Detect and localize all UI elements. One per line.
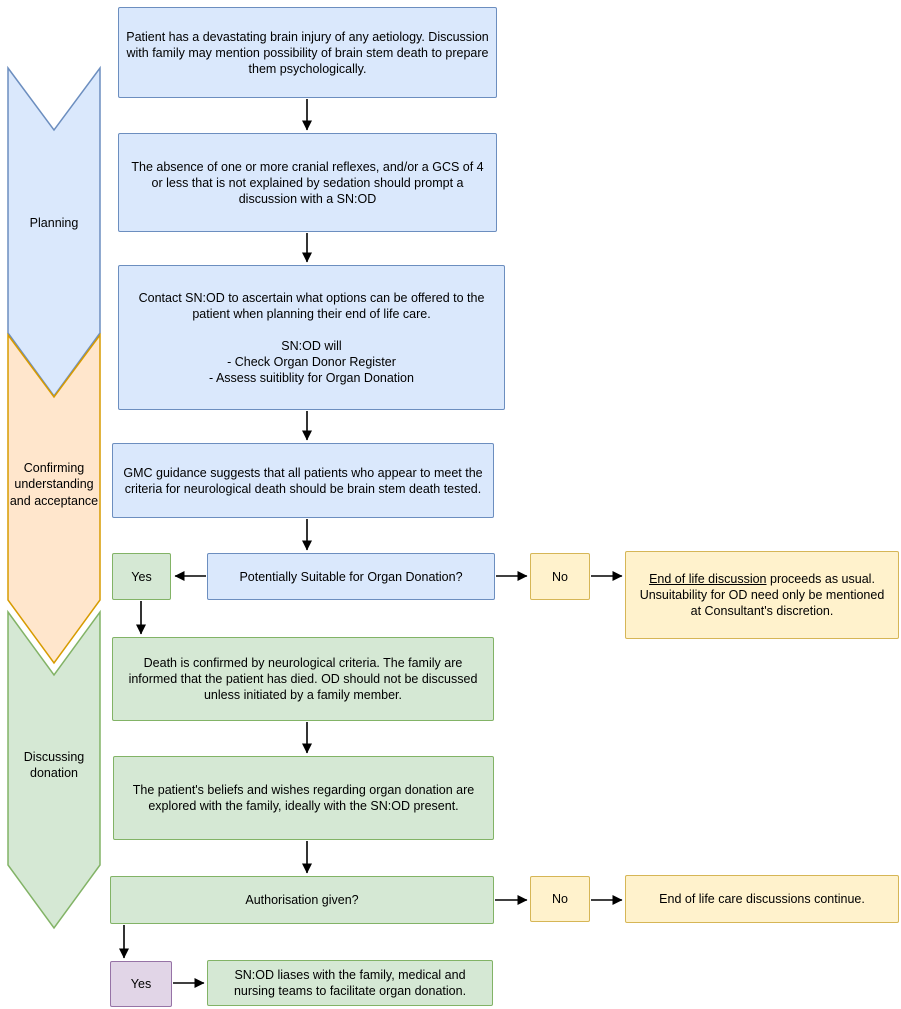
stage-chevron-discussing <box>7 609 101 930</box>
node-snod-liaises: SN:OD liases with the family, medical an… <box>207 960 493 1006</box>
node-gmc-guidance: GMC guidance suggests that all patients … <box>112 443 494 518</box>
node-eol-discussion-proceeds: End of life discussion proceeds as usual… <box>625 551 899 639</box>
stage-label-planning: Planning <box>29 216 79 230</box>
node-yes-authorisation: Yes <box>110 961 172 1007</box>
node-yes-suitable: Yes <box>112 553 171 600</box>
node-beliefs-explored: The patient's beliefs and wishes regardi… <box>113 756 494 840</box>
phrase-rest: proceeds as usual. Unsuitability for OD … <box>639 572 885 618</box>
stage-chevron-planning <box>7 65 101 398</box>
node-brain-injury: Patient has a devastating brain injury o… <box>118 7 497 98</box>
node-death-confirmed: Death is confirmed by neurological crite… <box>112 637 494 721</box>
underlined-phrase: End of life discussion <box>649 572 767 586</box>
node-no-authorisation: No <box>530 876 590 922</box>
node-no-suitable: No <box>530 553 590 600</box>
decision-authorisation-given: Authorisation given? <box>110 876 494 924</box>
node-eol-discussion-text: End of life discussion proceeds as usual… <box>633 571 891 619</box>
stage-label-confirming: Confirming understanding and acceptance <box>9 461 99 508</box>
node-eol-care-continue: End of life care discussions continue. <box>625 875 899 923</box>
decision-potentially-suitable: Potentially Suitable for Organ Donation? <box>207 553 495 600</box>
stage-label-discussing: Discussing donation <box>23 750 85 781</box>
node-contact-snod: Contact SN:OD to ascertain what options … <box>118 265 505 410</box>
stage-chevron-confirming <box>7 332 101 665</box>
node-cranial-reflexes: The absence of one or more cranial refle… <box>118 133 497 232</box>
